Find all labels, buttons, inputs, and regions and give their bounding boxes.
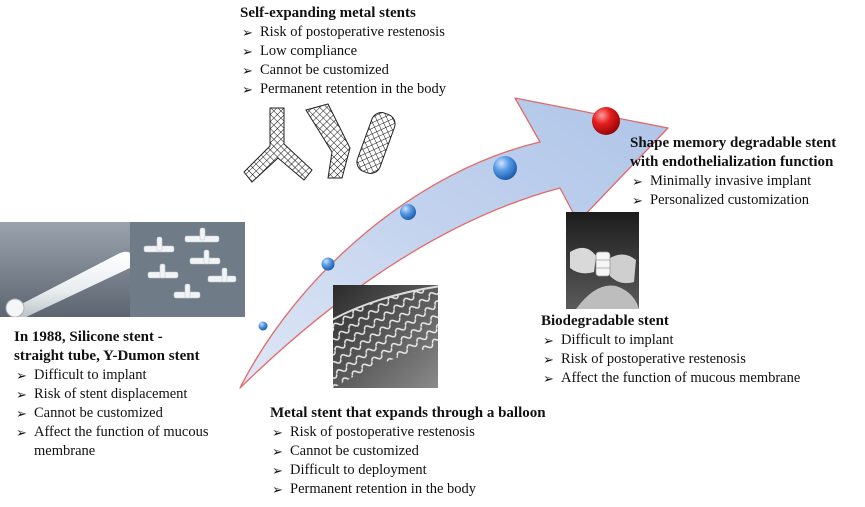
list-item: ➢Permanent retention in the body: [242, 81, 447, 97]
arrow-bullet-icon: ➢: [272, 463, 283, 478]
list-item: ➢Cannot be customized: [242, 62, 389, 78]
stage-self-expanding: Self-expanding metal stents ➢Risk of pos…: [240, 4, 500, 99]
arrow-bullet-icon: ➢: [16, 387, 27, 402]
list-item: ➢Difficult to implant: [543, 332, 674, 348]
arrow-bullet-icon: ➢: [242, 82, 253, 97]
list-item: ➢Affect the function of mucous membrane: [543, 370, 801, 386]
arrow-bullet-icon: ➢: [242, 25, 253, 40]
arrow-bullet-icon: ➢: [632, 174, 643, 189]
arrow-bullet-icon: ➢: [16, 425, 27, 440]
list-item: ➢Low compliance: [242, 43, 358, 59]
list-item: ➢Risk of stent displacement: [16, 386, 188, 402]
stage-shape-memory-list: ➢Minimally invasive implant ➢Personalize…: [630, 172, 860, 210]
balloon-stent-photo: [333, 285, 438, 388]
list-item: ➢Difficult to implant: [16, 367, 147, 383]
list-item: ➢Difficult to deployment: [272, 462, 427, 478]
arrow-bullet-icon: ➢: [543, 333, 554, 348]
list-item: ➢Permanent retention in the body: [272, 481, 477, 497]
list-item: ➢Risk of postoperative restenosis: [242, 24, 445, 40]
list-item: ➢Cannot be customized: [272, 443, 419, 459]
arrow-bullet-icon: ➢: [272, 482, 283, 497]
arrow-bullet-icon: ➢: [272, 425, 283, 440]
list-item: ➢Cannot be customized: [16, 405, 163, 421]
stage-biodegradable-title: Biodegradable stent: [541, 313, 669, 329]
stage-silicone-list: ➢Difficult to implant ➢Risk of stent dis…: [14, 366, 244, 461]
stage-node-4: [493, 156, 517, 180]
arrow-bullet-icon: ➢: [543, 371, 554, 386]
silicone-tube-photo: [0, 222, 130, 317]
stage-shape-memory: Shape memory degradable stent with endot…: [630, 134, 860, 210]
stage-silicone-title: In 1988, Silicone stent - straight tube,…: [14, 329, 200, 364]
arrow-bullet-icon: ➢: [632, 193, 643, 208]
stage-balloon-title: Metal stent that expands through a ballo…: [270, 405, 546, 421]
arrow-bullet-icon: ➢: [242, 44, 253, 59]
stage-node-2: [321, 257, 335, 271]
arrow-bullet-icon: ➢: [16, 406, 27, 421]
stage-node-3: [400, 204, 416, 220]
stage-biodegradable-list: ➢Difficult to implant ➢Risk of postopera…: [541, 331, 841, 388]
arrow-bullet-icon: ➢: [242, 63, 253, 78]
list-item: ➢Minimally invasive implant: [632, 173, 812, 189]
stage-shape-memory-title: Shape memory degradable stent with endot…: [630, 135, 837, 170]
stage-node-5: [592, 107, 620, 135]
stage-biodegradable: Biodegradable stent ➢Difficult to implan…: [541, 312, 841, 388]
biodegradable-stent-photo: [566, 212, 639, 309]
arrow-bullet-icon: ➢: [272, 444, 283, 459]
stage-silicone: In 1988, Silicone stent - straight tube,…: [14, 328, 244, 461]
arrow-bullet-icon: ➢: [543, 352, 554, 367]
stage-node-1: [258, 321, 268, 331]
stage-balloon-list: ➢Risk of postoperative restenosis ➢Canno…: [270, 423, 590, 499]
arrow-bullet-icon: ➢: [16, 368, 27, 383]
self-expanding-stent-photo: [242, 100, 407, 190]
list-item: ➢Risk of postoperative restenosis: [543, 351, 746, 367]
stage-self-expanding-title: Self-expanding metal stents: [240, 5, 416, 21]
list-item: ➢Affect the function of mucous membrane: [16, 424, 209, 459]
y-dumon-stent-photo: [130, 222, 245, 317]
stage-balloon: Metal stent that expands through a ballo…: [270, 404, 590, 499]
stage-self-expanding-list: ➢Risk of postoperative restenosis ➢Low c…: [240, 23, 500, 99]
list-item: ➢Personalized customization: [632, 192, 810, 208]
list-item: ➢Risk of postoperative restenosis: [272, 424, 475, 440]
